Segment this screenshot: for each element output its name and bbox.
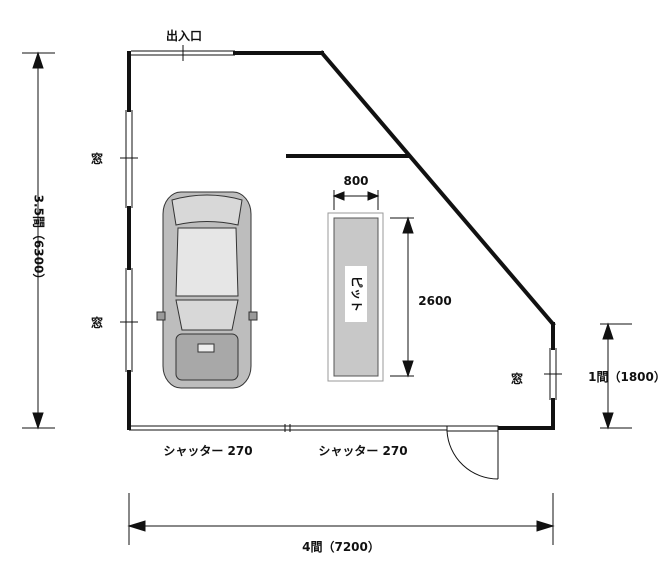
car-rear-window (171, 194, 243, 226)
walls (127, 50, 556, 430)
pit-length-label: 2600 (418, 294, 451, 308)
car-roof (175, 227, 239, 297)
car-license-plate (197, 343, 215, 353)
entrance-opening (131, 45, 235, 61)
window-upper-left (120, 110, 138, 208)
depth-dimension-label: 3.5間（6300） (32, 195, 47, 286)
pit-outline (327, 212, 384, 382)
car-windshield (175, 299, 239, 331)
dimension-lines (22, 51, 632, 545)
right-wall-dimension-label: 1間（1800） (588, 369, 666, 384)
door (446, 425, 499, 480)
pit-width-label: 800 (343, 174, 368, 188)
diagonal-wall (319, 50, 556, 327)
car-mirror-left (156, 311, 166, 321)
window-lower-left (120, 268, 138, 372)
car-hood (175, 333, 239, 381)
shutter-left-label: シャッター 270 (163, 444, 252, 458)
car-mirror-right (248, 311, 258, 321)
window-right (544, 348, 562, 400)
shutters (129, 424, 498, 432)
pit-label: ピット (350, 276, 364, 312)
width-dimension-label: 4間（7200） (302, 539, 380, 554)
window-lower-left-label: 窓 (91, 315, 103, 330)
pit (327, 212, 384, 382)
shutter-right-label: シャッター 270 (318, 444, 407, 458)
car (156, 191, 258, 389)
entrance-label: 出入口 (166, 28, 202, 43)
pit-label-box (345, 266, 367, 322)
window-upper-left-label: 窓 (91, 151, 103, 166)
pit-floor (333, 217, 379, 377)
window-right-label: 窓 (511, 371, 523, 386)
